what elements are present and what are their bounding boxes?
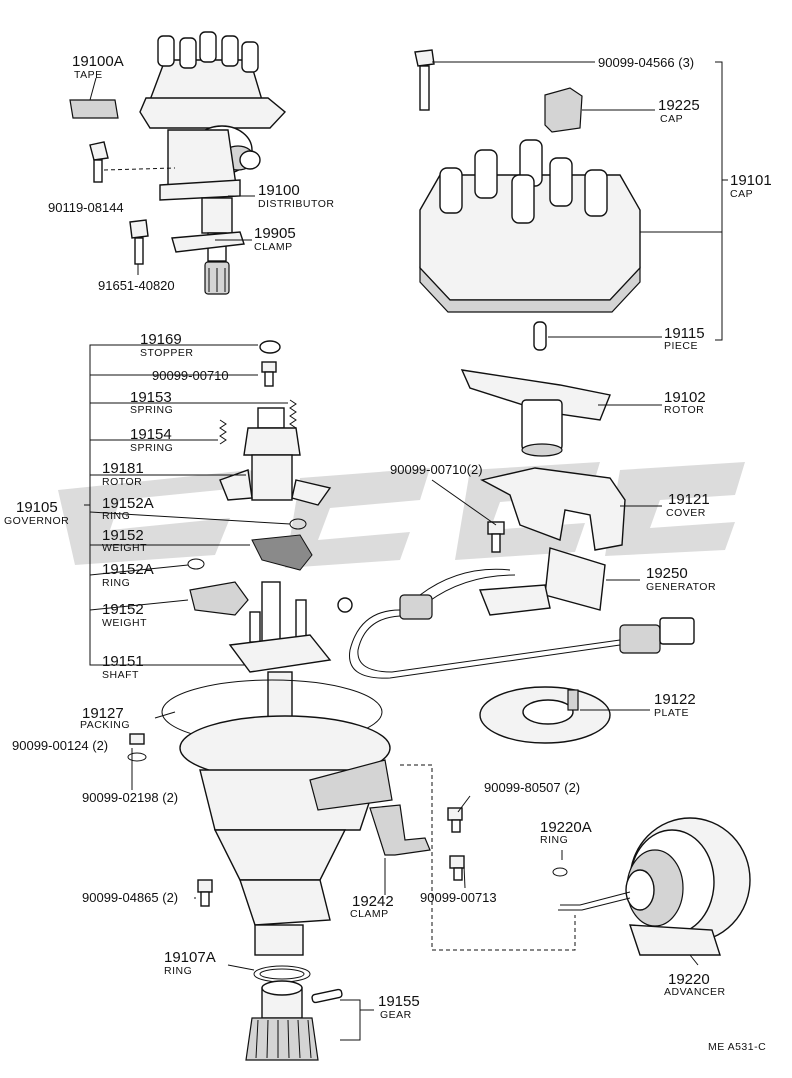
clamp-19242-drawing — [369, 804, 431, 856]
callout-number: 19181 — [102, 460, 144, 477]
callout-number: 19220 — [668, 971, 710, 988]
screw-90099-00710b-drawing — [487, 521, 505, 553]
callout-number: 19154 — [130, 426, 172, 443]
callout-name: WEIGHT — [102, 542, 147, 554]
callout-name: SPRING — [130, 404, 173, 416]
cover-19121-drawing — [480, 467, 626, 551]
housing-drawing — [161, 679, 393, 956]
screw-90099-04566-drawing — [414, 49, 435, 111]
callout-name: RING — [102, 577, 130, 589]
callout-name: PACKING — [80, 719, 130, 731]
callout-number: 90099-00710(2) — [390, 462, 483, 477]
callout-name: DISTRIBUTOR — [258, 198, 334, 210]
ring-19220a-drawing — [552, 867, 568, 877]
leader-lines — [84, 61, 728, 1041]
tape-part — [69, 99, 119, 119]
callout-name: TAPE — [74, 69, 103, 81]
callout-number: 90099-02198 (2) — [82, 790, 178, 805]
callout-number: 19127 — [82, 705, 124, 722]
spring-19153-drawing — [289, 399, 297, 429]
screw-90099-80507-drawing — [447, 807, 463, 833]
bolt-90099-04865-drawing — [197, 879, 213, 907]
screw-90099-00713-drawing — [449, 855, 465, 881]
callout-number: 90099-00713 — [420, 890, 497, 905]
callout-name: STOPPER — [140, 347, 194, 359]
ring-19107a-inner — [259, 968, 305, 980]
screw-90099-00710a-drawing — [261, 361, 277, 387]
callout-number: 19115 — [664, 325, 705, 342]
ring-19152a-2-drawing — [187, 558, 205, 570]
callout-name: ROTOR — [664, 404, 704, 416]
figure-code: ME A531-C — [708, 1041, 766, 1053]
callout-number: 19100 — [258, 182, 300, 199]
callout-name: GEAR — [380, 1009, 412, 1021]
callout-name: CLAMP — [254, 241, 293, 253]
callout-number: 19153 — [130, 389, 172, 406]
callout-number: 19225 — [658, 97, 700, 114]
callout-number: 90099-00710 — [152, 368, 229, 383]
callout-number: 19105 — [16, 499, 58, 516]
ring-19107a-drawing — [253, 965, 311, 983]
callout-name: RING — [102, 510, 130, 522]
callout-name: PLATE — [654, 707, 689, 719]
callout-name: SPRING — [130, 442, 173, 454]
callout-name: CLAMP — [350, 908, 389, 920]
callout-number: 19152 — [102, 601, 144, 618]
callout-number: 19152 — [102, 527, 144, 544]
plate-19122-drawing — [479, 686, 611, 744]
callout-number: 19151 — [102, 653, 144, 670]
callout-number: 90099-80507 (2) — [484, 780, 580, 795]
piece-19115-drawing — [533, 321, 547, 351]
callout-number: 19101 — [730, 172, 772, 189]
callout-name: WEIGHT — [102, 617, 147, 629]
callout-number: 19220A — [540, 819, 592, 836]
callout-number: 19250 — [646, 565, 688, 582]
callout-number: 19169 — [140, 331, 182, 348]
cap-19225-drawing — [544, 87, 583, 133]
callout-number: 19122 — [654, 691, 696, 708]
callout-name: ADVANCER — [664, 986, 726, 998]
callout-number: 19905 — [254, 225, 296, 242]
advancer-19220-drawing — [558, 817, 751, 956]
callout-name: RING — [164, 965, 192, 977]
weight-19152-2-drawing — [189, 581, 249, 616]
stopper-19169-drawing — [259, 340, 281, 354]
weight-19152-1-drawing — [251, 534, 313, 571]
callout-number: 19121 — [668, 491, 710, 508]
callout-name: RING — [540, 834, 568, 846]
callout-name: GENERATOR — [646, 581, 716, 593]
generator-19250-drawing — [337, 547, 695, 679]
callout-number: 90119-08144 — [48, 200, 124, 215]
callout-number: 19152A — [102, 495, 154, 512]
callout-name: ROTOR — [102, 476, 142, 488]
callout-name: GOVERNOR — [4, 515, 69, 527]
bolt-91651-drawing — [129, 219, 149, 265]
callout-number: 19107A — [164, 949, 216, 966]
callout-number: 19155 — [378, 993, 420, 1010]
callout-labels: 19100A TAPE 90119-08144 19100 DISTRIBUTO… — [4, 53, 772, 1053]
callout-number: 19100A — [72, 53, 124, 70]
callout-number: 90099-04865 (2) — [82, 890, 178, 905]
callout-number: 91651-40820 — [98, 278, 175, 293]
rotor-19102-drawing — [460, 369, 611, 457]
callout-number: 19242 — [352, 893, 394, 910]
governor-rotor-19181-drawing — [219, 407, 332, 506]
gear-19155-drawing — [245, 980, 343, 1061]
cap-drawing — [419, 139, 641, 313]
callout-name: COVER — [666, 507, 706, 519]
callout-number: 90099-00124 (2) — [12, 738, 108, 753]
callout-name: CAP — [730, 188, 753, 200]
callout-name: PIECE — [664, 340, 698, 352]
callout-name: SHAFT — [102, 669, 139, 681]
distributor-assembly-drawing — [139, 31, 287, 295]
callout-number: 19102 — [664, 389, 706, 406]
callout-number: 19152A — [102, 561, 154, 578]
callout-name: CAP — [660, 113, 683, 125]
bolt-90119-drawing — [89, 141, 109, 183]
screw-90099-00124-drawing — [127, 733, 147, 762]
callout-number: 90099-04566 (3) — [598, 55, 694, 70]
watermark-logo — [58, 462, 745, 568]
spring-19154-drawing — [219, 419, 227, 445]
